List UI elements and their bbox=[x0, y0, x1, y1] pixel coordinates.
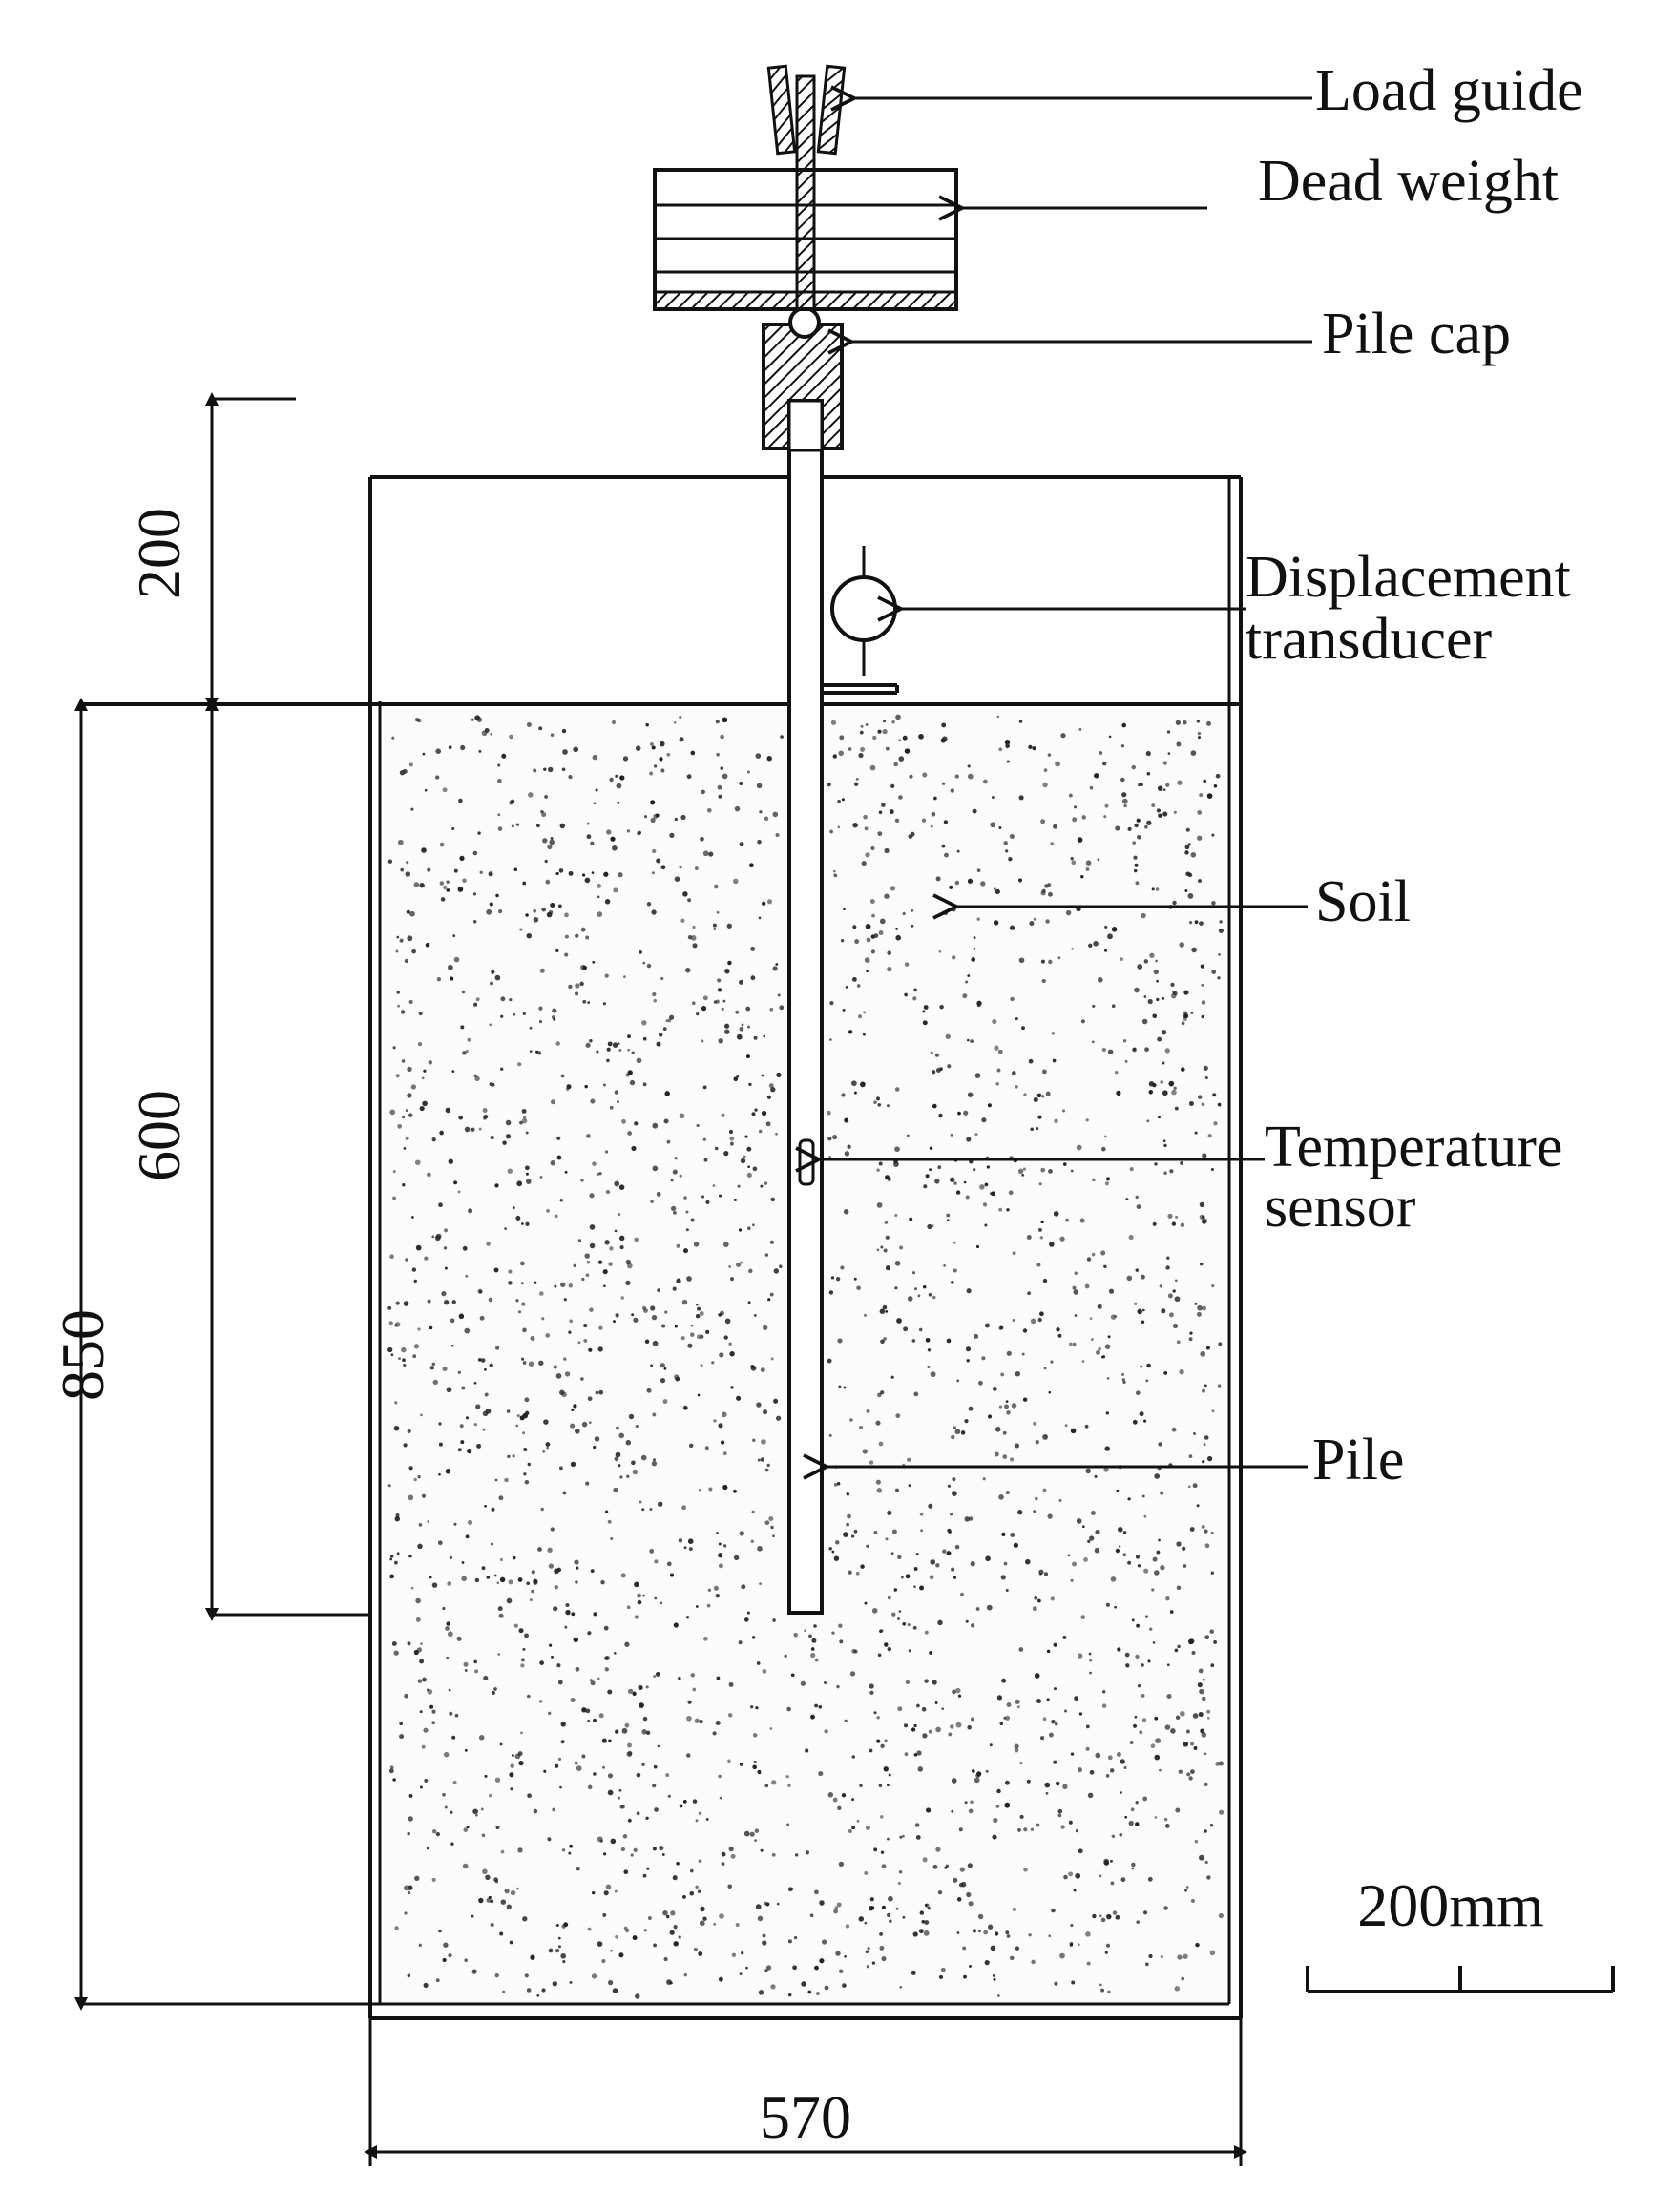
label-pile: Pile bbox=[1312, 1428, 1404, 1492]
label-dead-weight: Dead weight bbox=[1258, 149, 1559, 214]
dim-soil-depth: 850 bbox=[49, 1309, 116, 1401]
dim-embed-length: 600 bbox=[125, 1090, 193, 1181]
label-soil: Soil bbox=[1315, 869, 1411, 934]
soil-texture bbox=[387, 714, 1225, 1999]
label-load-guide: Load guide bbox=[1315, 58, 1583, 123]
label-temperature-line1: Temperature bbox=[1265, 1115, 1562, 1179]
soil-body bbox=[81, 702, 1241, 2002]
pile bbox=[787, 399, 824, 1615]
temperature-sensor bbox=[798, 1138, 815, 1186]
dead-weight bbox=[653, 74, 958, 311]
label-temperature-line2: sensor bbox=[1265, 1175, 1416, 1240]
pile-cap bbox=[762, 306, 844, 452]
tank bbox=[368, 475, 1243, 2020]
scale-bar-label: 200mm bbox=[1357, 1871, 1544, 1939]
label-displacement-line2: transducer bbox=[1246, 607, 1493, 672]
dim-tank-width: 570 bbox=[760, 2083, 851, 2151]
dim-top-gap: 200 bbox=[125, 508, 193, 599]
displacement-transducer bbox=[822, 546, 899, 695]
scale-bar: 200mm bbox=[1306, 1871, 1615, 1993]
dimensions: 200 600 850 570 bbox=[49, 392, 1247, 2166]
label-displacement-line1: Displacement bbox=[1246, 545, 1571, 610]
labels: Load guide Dead weight Pile cap Displace… bbox=[1246, 58, 1583, 1492]
label-pile-cap: Pile cap bbox=[1322, 302, 1511, 366]
callout-leaders bbox=[819, 98, 1312, 1467]
ball-bearing bbox=[788, 306, 821, 339]
